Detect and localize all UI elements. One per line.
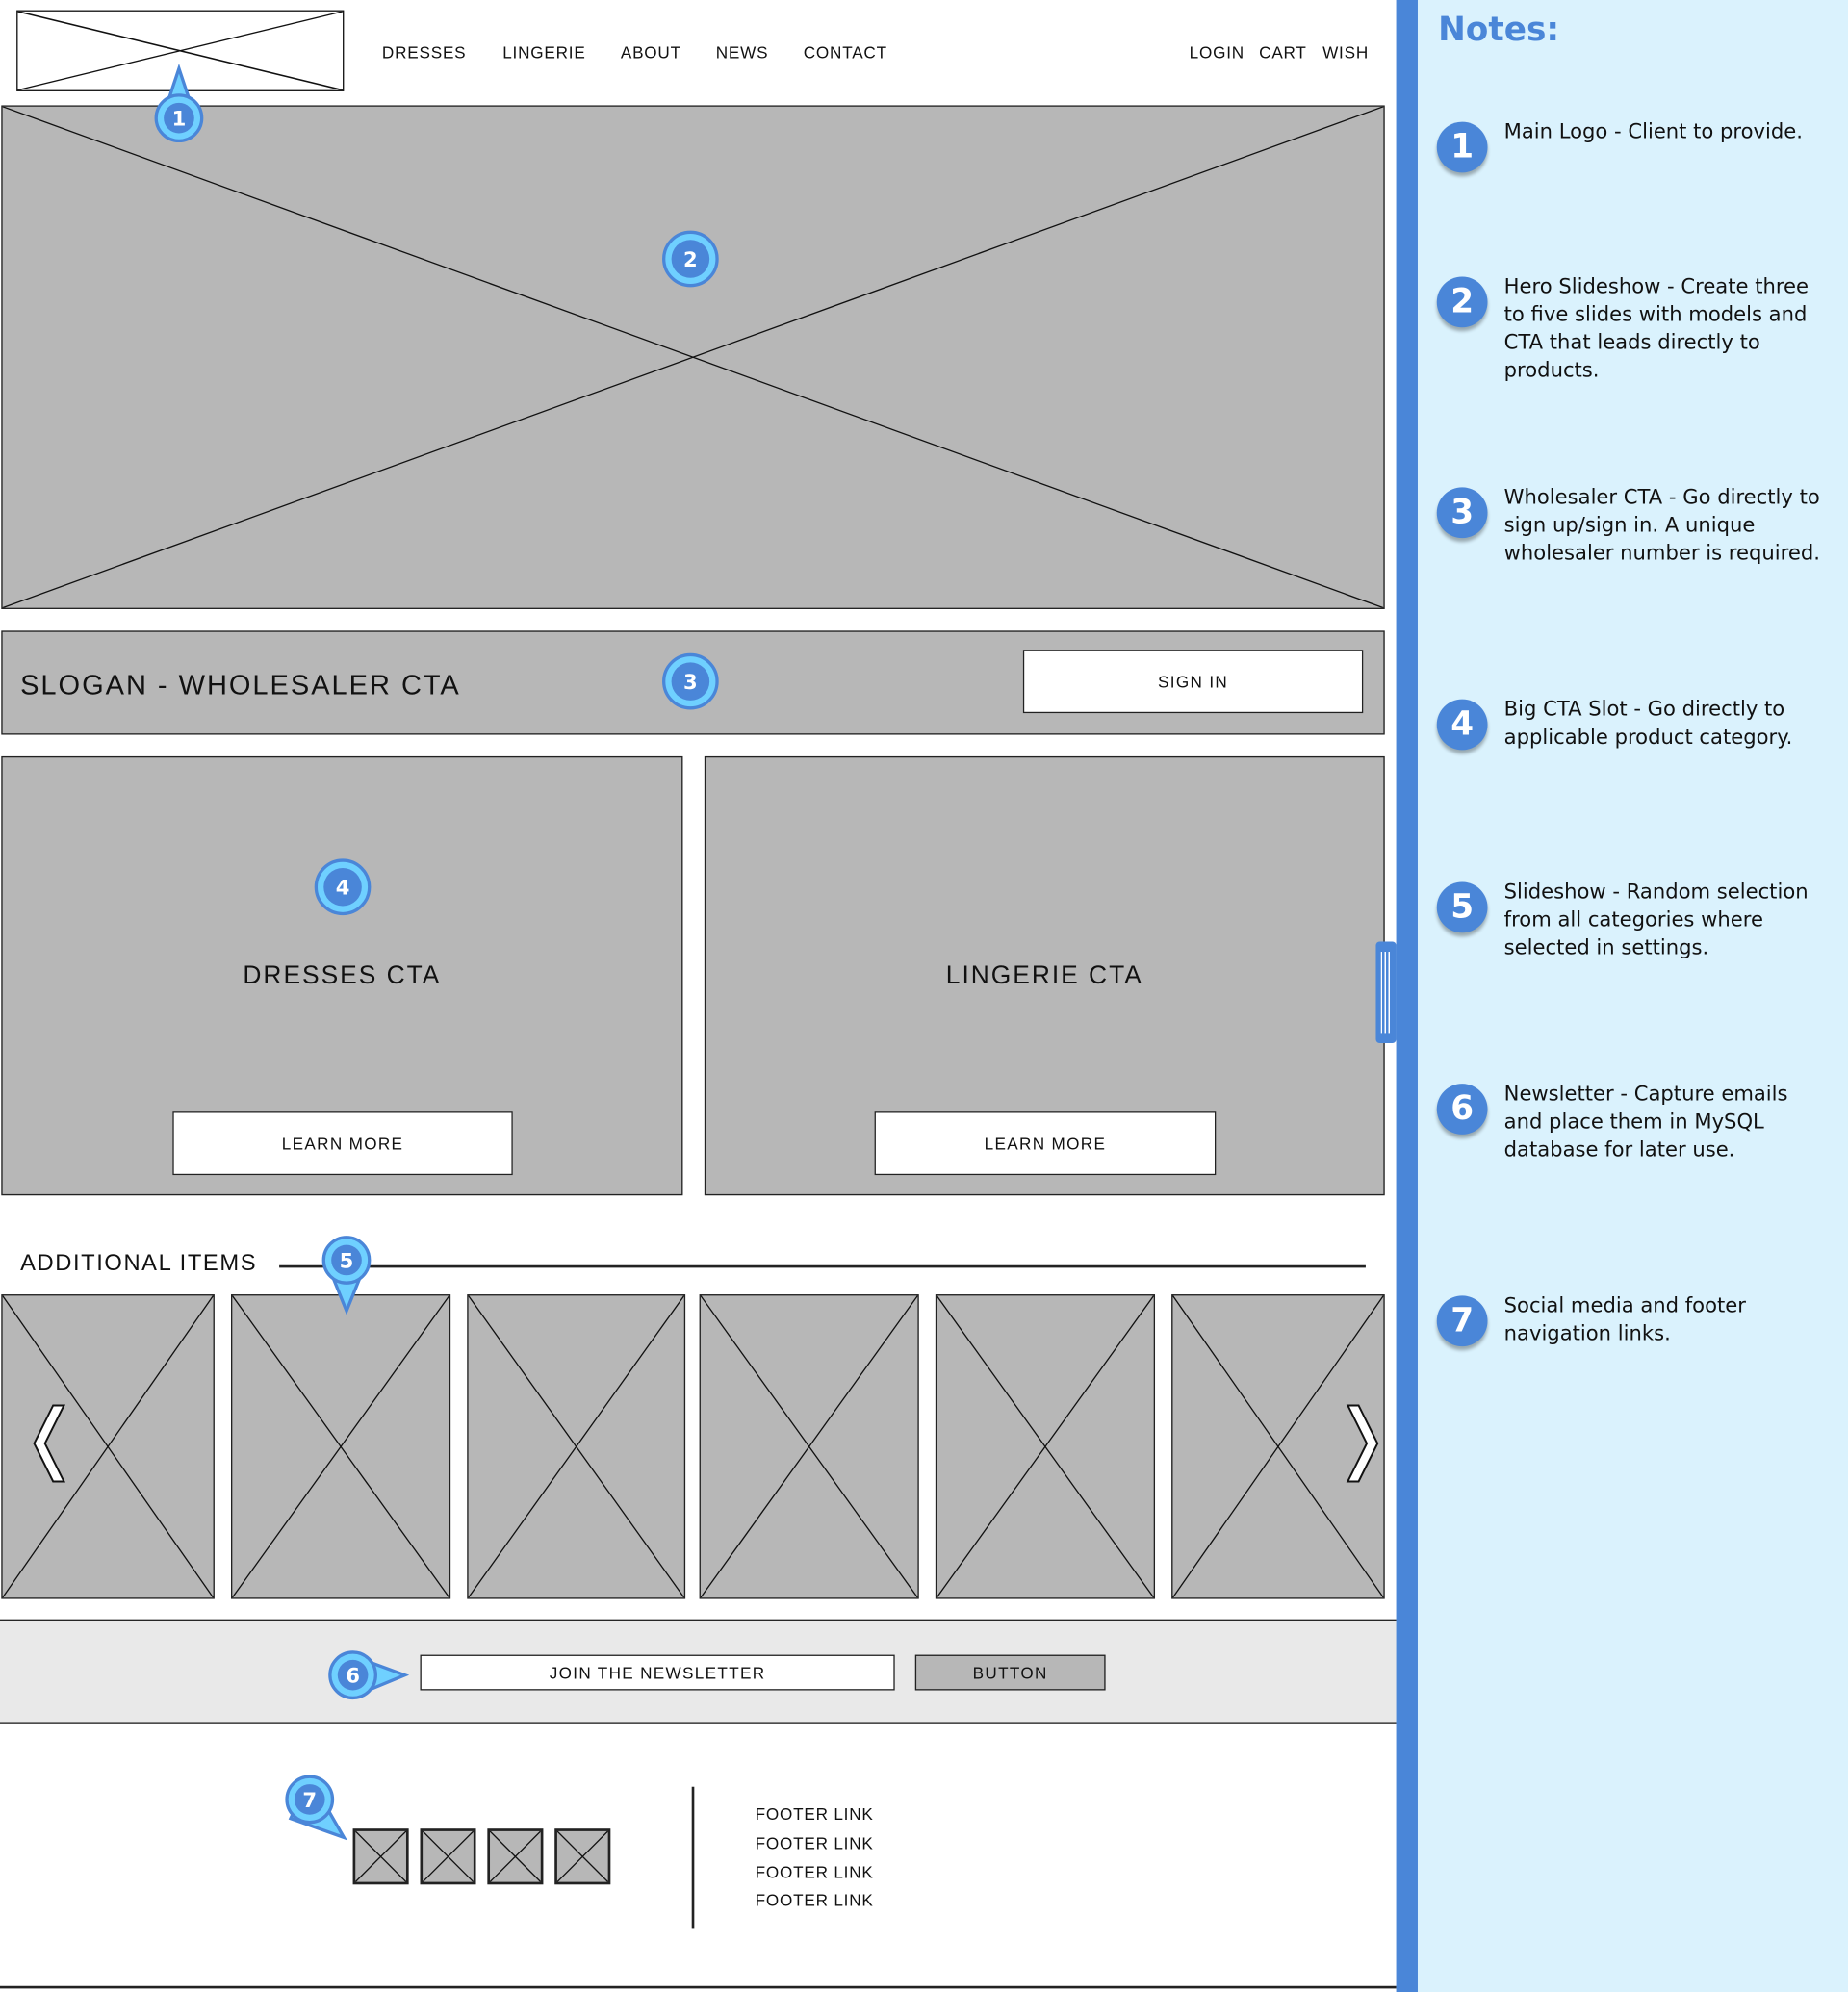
note-text: Hero Slideshow - Create three to five sl…: [1503, 273, 1810, 382]
social-icon-placeholder[interactable]: [420, 1828, 476, 1885]
note-number-badge: 2: [1436, 276, 1488, 328]
hero-slideshow[interactable]: [1, 105, 1385, 609]
annotation-marker-7: 7: [252, 1743, 367, 1857]
annotation-marker-3: 3: [633, 625, 748, 739]
slogan-text: SLOGAN - WHOLESALER CTA: [20, 668, 461, 701]
nav-lingerie[interactable]: LINGERIE: [502, 42, 586, 63]
slider-item-placeholder[interactable]: [1, 1294, 215, 1599]
nav-dresses[interactable]: DRESSES: [381, 42, 467, 63]
footer-link[interactable]: FOOTER LINK: [755, 1804, 874, 1824]
annotation-marker-6: 6: [295, 1618, 410, 1732]
annotation-marker-2: 2: [633, 202, 748, 317]
section-divider: [279, 1264, 1366, 1267]
lingerie-cta-title: LINGERIE CTA: [945, 961, 1143, 990]
annotation-marker-5: 5: [290, 1203, 404, 1317]
annotation-marker-1: 1: [122, 61, 237, 175]
map-pin-icon: [154, 63, 204, 143]
marker-number: 1: [171, 106, 187, 131]
lingerie-learn-more-button[interactable]: LEARN MORE: [874, 1111, 1217, 1176]
slider-item-placeholder[interactable]: [467, 1294, 686, 1599]
newsletter-email-input[interactable]: JOIN THE NEWSLETTER: [420, 1654, 895, 1691]
notes-title: Notes:: [1438, 11, 1560, 50]
nav-login[interactable]: LOGIN: [1189, 42, 1245, 63]
newsletter-submit-button[interactable]: BUTTON: [914, 1654, 1106, 1691]
scrollbar-handle[interactable]: [1375, 941, 1397, 1043]
note-text: Main Logo - Client to provide.: [1503, 118, 1803, 144]
marker-number: 2: [683, 247, 698, 272]
note-number-badge: 5: [1436, 881, 1488, 933]
marker-number: 4: [335, 875, 350, 900]
marker-number: 3: [683, 670, 698, 695]
marker-number: 6: [346, 1663, 360, 1688]
nav-about[interactable]: ABOUT: [620, 42, 681, 63]
social-icon-placeholder[interactable]: [352, 1828, 409, 1885]
slider-prev-arrow-icon[interactable]: ❬: [16, 1394, 82, 1480]
note-number-badge: 1: [1436, 121, 1488, 173]
note-text: Wholesaler CTA - Go directly to sign up/…: [1503, 484, 1820, 565]
map-pin-icon: [662, 652, 719, 710]
slider-item-placeholder[interactable]: [935, 1294, 1156, 1599]
map-pin-icon: [328, 1650, 410, 1700]
map-pin-icon: [321, 1236, 372, 1315]
dresses-learn-more-button[interactable]: LEARN MORE: [172, 1111, 513, 1176]
notes-panel: [1417, 0, 1848, 1992]
slider-item-placeholder[interactable]: [1171, 1294, 1385, 1599]
nav-contact[interactable]: CONTACT: [803, 42, 887, 63]
slider-item-placeholder[interactable]: [699, 1294, 919, 1599]
footer-link[interactable]: FOOTER LINK: [755, 1890, 874, 1910]
marker-number: 5: [339, 1248, 354, 1273]
additional-items-title: ADDITIONAL ITEMS: [20, 1249, 258, 1276]
marker-number: 7: [302, 1788, 318, 1813]
social-icon-placeholder[interactable]: [554, 1828, 611, 1885]
note-number-badge: 4: [1436, 699, 1488, 751]
footer-divider: [691, 1786, 694, 1929]
sign-in-button[interactable]: SIGN IN: [1022, 650, 1364, 714]
page-bottom-line: [0, 1985, 1397, 1988]
note-number-badge: 6: [1436, 1084, 1488, 1135]
notes-panel-border: [1396, 0, 1418, 1992]
slider-item-placeholder[interactable]: [231, 1294, 451, 1599]
nav-news[interactable]: NEWS: [715, 42, 769, 63]
note-text: Big CTA Slot - Go directly to applicable…: [1503, 696, 1793, 750]
note-text: Slideshow - Random selection from all ca…: [1503, 879, 1809, 959]
nav-cart[interactable]: CART: [1259, 42, 1307, 63]
footer-link[interactable]: FOOTER LINK: [755, 1833, 874, 1853]
note-text: Social media and footer navigation links…: [1503, 1292, 1746, 1345]
dresses-cta-title: DRESSES CTA: [243, 961, 442, 990]
note-text: Newsletter - Capture emails and place th…: [1503, 1081, 1788, 1162]
map-pin-icon: [314, 858, 372, 916]
map-pin-icon: [662, 230, 719, 288]
slider-next-arrow-icon[interactable]: ❭: [1329, 1394, 1395, 1480]
footer-link[interactable]: FOOTER LINK: [755, 1862, 874, 1882]
map-pin-icon: [285, 1774, 348, 1841]
social-icon-placeholder[interactable]: [487, 1828, 544, 1885]
annotation-marker-4: 4: [286, 830, 400, 944]
note-number-badge: 3: [1436, 487, 1488, 539]
note-number-badge: 7: [1436, 1295, 1488, 1347]
nav-wish[interactable]: WISH: [1322, 42, 1370, 63]
